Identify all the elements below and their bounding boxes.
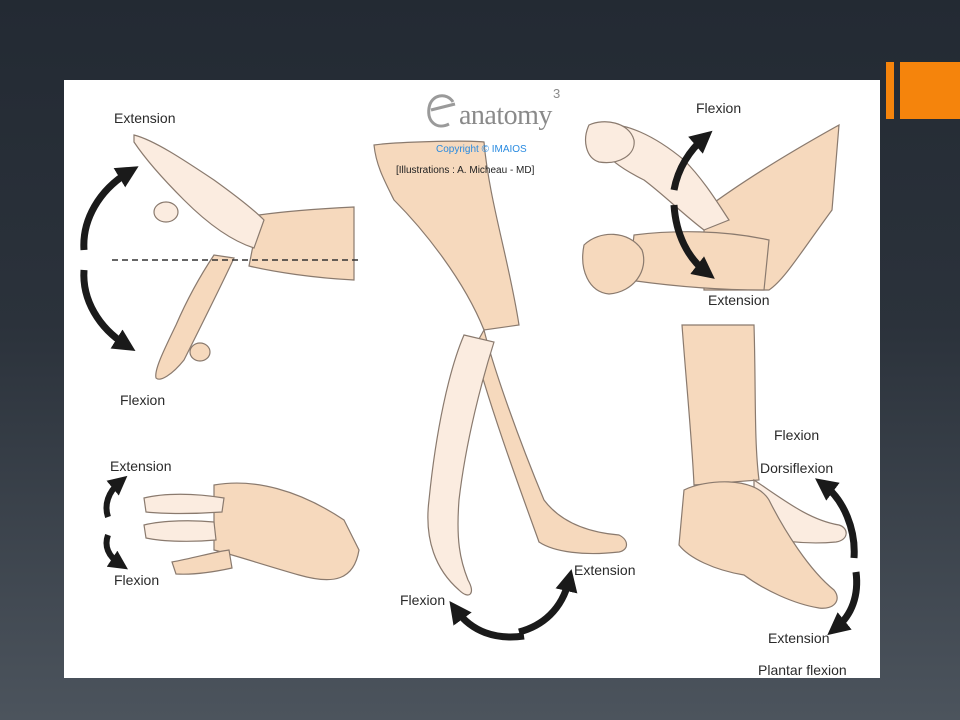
- elbow-illustration: [582, 121, 840, 295]
- hand-back: [213, 482, 360, 581]
- elbow-extension-arrow: [670, 204, 715, 279]
- wrist-extension-label: Extension: [114, 110, 176, 126]
- wrist-flexion-arrow: [80, 269, 136, 351]
- finger-extension-label: Extension: [110, 458, 172, 474]
- knee-illustration: [373, 140, 628, 641]
- thigh: [373, 140, 520, 331]
- fist-extended: [582, 233, 645, 295]
- ankle-flexion-label: Flexion: [774, 427, 820, 443]
- ankle-dorsiflexion-label: Dorsiflexion: [760, 460, 834, 476]
- foot-plantarflexed: [678, 481, 838, 609]
- elbow-flexion-label: Flexion: [696, 100, 742, 116]
- knee-extension-arrow: [518, 569, 578, 636]
- finger-illustration: [103, 475, 360, 581]
- wrist-extension-arrow: [80, 166, 139, 251]
- ankle-plantarflexion-arrow: [827, 571, 861, 636]
- logo-text: anatomy: [459, 100, 552, 131]
- logo-superscript: 3: [553, 86, 561, 101]
- thumb-flexed: [189, 342, 211, 362]
- hand-extended: [133, 134, 265, 249]
- credit-text: [Illustrations : A. Micheau - MD]: [396, 165, 535, 176]
- forearm-wrist: [248, 206, 355, 281]
- finger-extension-arrow: [103, 475, 128, 518]
- ankle-illustration: [678, 324, 861, 636]
- accent-bar-block: [900, 62, 960, 119]
- ankle-extension-label: Extension: [768, 630, 830, 646]
- finger-flexed: [143, 520, 217, 542]
- elbow-extension-label: Extension: [708, 292, 770, 308]
- ankle-plantar-flexion-label: Plantar flexion: [758, 662, 847, 678]
- lower-leg-flexed: [427, 334, 495, 596]
- lower-leg-extended: [473, 328, 628, 555]
- diagram-panel: anatomy 3 Copyright © IMAIOS [Illustrati…: [64, 80, 880, 678]
- joint-movements-illustration: [80, 121, 861, 641]
- knee-flexion-arrow: [449, 600, 525, 641]
- finger-flexion-label: Flexion: [114, 572, 160, 588]
- accent-bar-thin: [886, 62, 894, 119]
- thumb-extended: [153, 201, 179, 223]
- shin: [681, 324, 760, 486]
- fist-flexed: [585, 121, 635, 164]
- elbow-flexion-arrow: [670, 130, 713, 191]
- finger-lower: [171, 549, 233, 575]
- knee-extension-label: Extension: [574, 562, 636, 578]
- logo-e-icon: [427, 94, 456, 128]
- anatomy-logo: anatomy 3: [419, 82, 569, 140]
- finger-flexion-arrow: [103, 533, 128, 570]
- hand-flexed: [155, 254, 235, 380]
- wrist-illustration: [80, 134, 359, 380]
- wrist-flexion-label: Flexion: [120, 392, 166, 408]
- knee-flexion-label: Flexion: [400, 592, 446, 608]
- copyright-text: Copyright © IMAIOS: [436, 144, 527, 155]
- ankle-dorsiflexion-arrow: [815, 478, 858, 559]
- finger-extended: [143, 493, 225, 515]
- forearm-flexed: [603, 123, 730, 231]
